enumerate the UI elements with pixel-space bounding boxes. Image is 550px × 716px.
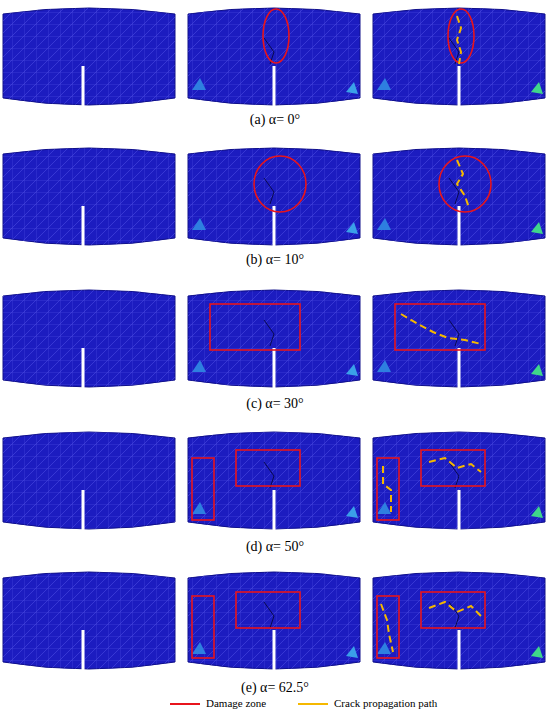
- crack-path: [457, 16, 461, 64]
- cylinder-model: [373, 290, 545, 388]
- cylinder-model: [3, 432, 175, 530]
- damage-zone: [210, 304, 300, 350]
- notch: [273, 348, 276, 388]
- damage-zone: [254, 156, 306, 212]
- damage-zone: [377, 596, 399, 658]
- notch: [273, 66, 276, 106]
- notch: [82, 490, 85, 530]
- crack-path: [429, 602, 481, 616]
- damage-zone: [421, 450, 485, 486]
- cylinder-model: [373, 572, 545, 670]
- legend-label: Damage zone: [206, 697, 266, 710]
- legend-line-sample: [170, 703, 200, 705]
- notch: [273, 630, 276, 670]
- damage-zone: [421, 592, 485, 628]
- cylinder-model: [3, 148, 175, 246]
- cylinder-model: [373, 432, 545, 530]
- cylinder-model: [3, 572, 175, 670]
- damage-zone: [448, 9, 474, 63]
- subfigure-caption: (d) α= 50°: [246, 539, 304, 556]
- damage-zone: [263, 9, 289, 63]
- crack-path: [429, 458, 481, 472]
- subfigure-caption: (a) α= 0°: [250, 112, 300, 129]
- notch: [82, 66, 85, 106]
- cylinder-model: [188, 8, 360, 106]
- notch: [273, 490, 276, 530]
- crack-path: [381, 604, 393, 652]
- cylinder-model: [373, 8, 545, 106]
- cylinder-model: [188, 290, 360, 388]
- notch: [82, 348, 85, 388]
- subfigure-caption: (e) α= 62.5°: [241, 680, 309, 697]
- damage-zone: [192, 596, 214, 658]
- subfigure-caption: (c) α= 30°: [246, 396, 303, 413]
- crack-path: [457, 160, 469, 208]
- cylinder-model: [188, 148, 360, 246]
- cylinder-model: [373, 148, 545, 246]
- cylinder-model: [188, 572, 360, 670]
- notch: [458, 348, 461, 388]
- cylinder-model: [3, 290, 175, 388]
- damage-zone: [192, 458, 214, 520]
- crack-path: [401, 314, 481, 344]
- crack-path: [383, 466, 391, 512]
- cylinder-model: [188, 432, 360, 530]
- notch: [82, 206, 85, 246]
- damage-zone: [236, 450, 300, 486]
- legend-line-sample: [298, 703, 328, 705]
- notch: [458, 66, 461, 106]
- damage-zone: [236, 592, 300, 628]
- cylinder-model: [3, 8, 175, 106]
- notch: [458, 630, 461, 670]
- legend-label: Crack propagation path: [334, 697, 437, 710]
- damage-zone: [377, 458, 399, 520]
- damage-zone: [395, 304, 485, 350]
- damage-zone: [439, 156, 491, 212]
- notch: [82, 630, 85, 670]
- notch: [458, 490, 461, 530]
- subfigure-caption: (b) α= 10°: [246, 252, 304, 269]
